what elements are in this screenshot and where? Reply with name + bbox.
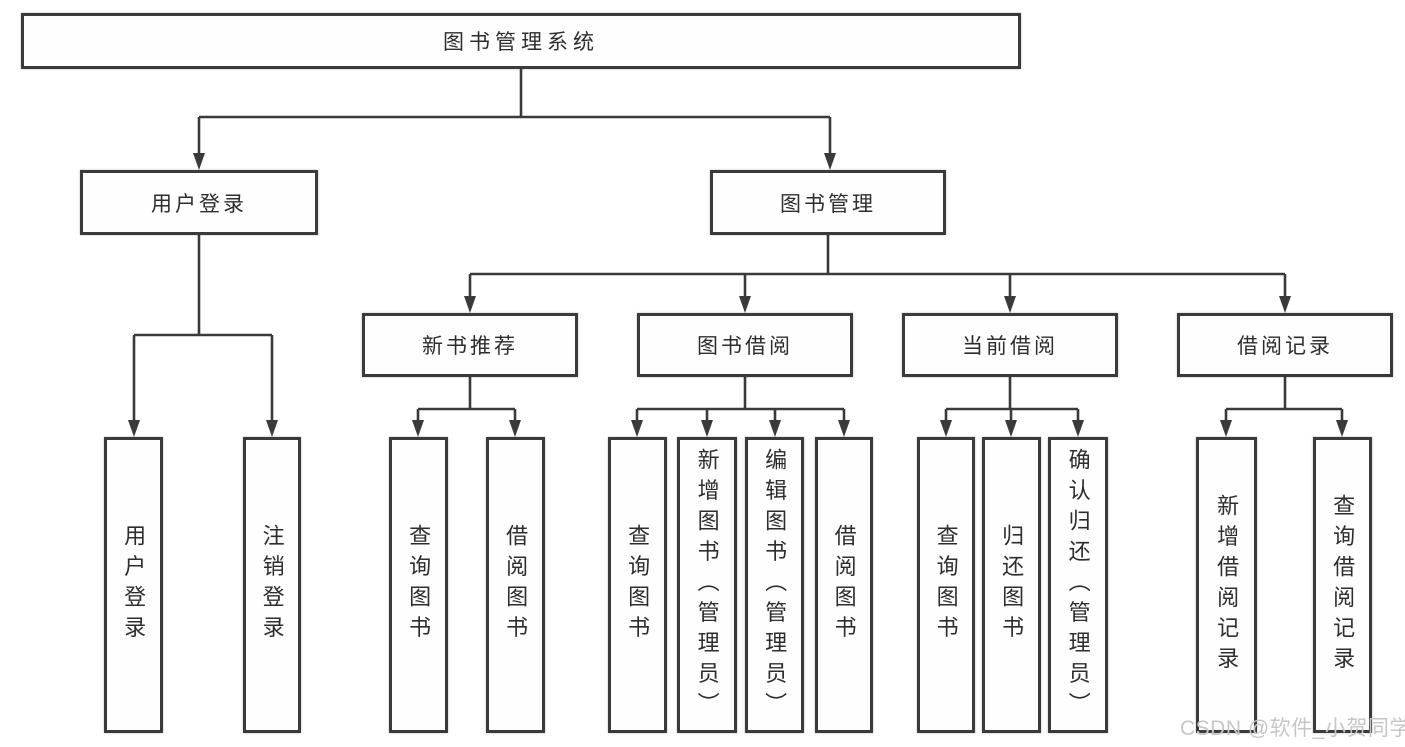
- leaf-label: 确认归还（管理员）: [1065, 447, 1091, 723]
- leaf-label: 借阅图书: [503, 524, 529, 646]
- leaf-label: 注销登录: [259, 524, 285, 646]
- leaf-query-books-recommend: 查询图书: [389, 437, 448, 733]
- connector-path: [132, 69, 1344, 421]
- csdn-watermark: CSDN @软件_小贺同学: [1180, 717, 1405, 740]
- leaf-label: 查询图书: [406, 524, 432, 646]
- arrowheads: [128, 153, 1348, 437]
- leaf-label: 新增借阅记录: [1214, 493, 1240, 677]
- node-library-management-system: 图书管理系统: [21, 13, 1021, 69]
- leaf-query-borrow-record: 查询借阅记录: [1313, 437, 1372, 733]
- leaf-query-books-current: 查询图书: [917, 437, 975, 733]
- node-borrowing-records: 借阅记录: [1177, 313, 1393, 377]
- leaf-edit-book-admin: 编辑图书（管理员）: [745, 437, 804, 733]
- leaf-user-login: 用户登录: [104, 437, 163, 733]
- leaf-borrow-books-recommend: 借阅图书: [486, 437, 545, 733]
- leaf-return-books: 归还图书: [982, 437, 1041, 733]
- leaf-label: 归还图书: [999, 524, 1025, 646]
- leaf-label: 借阅图书: [831, 524, 857, 646]
- leaf-label: 查询借阅记录: [1330, 493, 1356, 677]
- leaf-label: 查询图书: [933, 524, 959, 646]
- leaf-logout: 注销登录: [243, 437, 301, 733]
- node-new-book-recommendation: 新书推荐: [362, 313, 578, 377]
- leaf-confirm-return-admin: 确认归还（管理员）: [1048, 437, 1108, 733]
- node-current-borrowing: 当前借阅: [902, 313, 1118, 377]
- node-book-borrowing: 图书借阅: [637, 313, 853, 377]
- leaf-borrow-books-borrowing: 借阅图书: [815, 437, 873, 733]
- leaf-label: 用户登录: [121, 524, 147, 646]
- node-user-login: 用户登录: [80, 170, 318, 235]
- node-book-management: 图书管理: [710, 170, 946, 235]
- leaf-query-books-borrowing: 查询图书: [608, 437, 667, 733]
- leaf-label: 查询图书: [625, 524, 651, 646]
- leaf-label: 编辑图书（管理员）: [762, 447, 788, 723]
- leaf-add-borrow-record: 新增借阅记录: [1196, 437, 1257, 733]
- leaf-add-book-admin: 新增图书（管理员）: [677, 437, 737, 733]
- leaf-label: 新增图书（管理员）: [694, 447, 720, 723]
